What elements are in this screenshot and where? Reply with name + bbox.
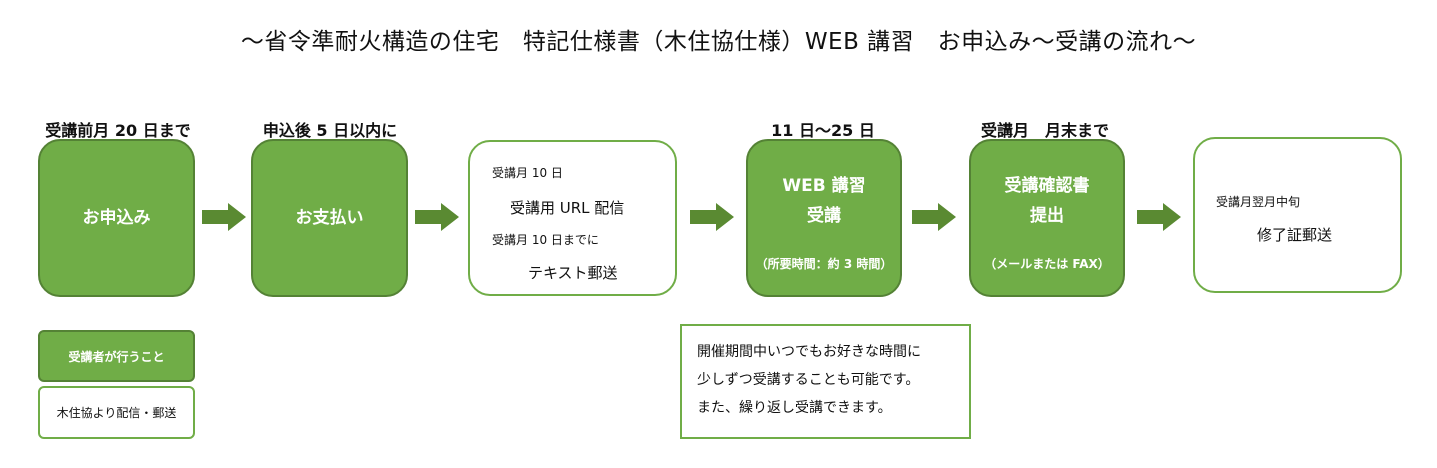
legend-attendee-label: 受講者が行うこと bbox=[68, 349, 165, 364]
step-payment: お支払い bbox=[251, 139, 408, 297]
deadline-confirmation: 受講月 月末まで bbox=[980, 121, 1109, 140]
confirmation-method: （メールまたは FAX） bbox=[984, 257, 1110, 271]
distribution-date-url: 受講月 10 日 bbox=[492, 166, 563, 180]
deadline-payment: 申込後 5 日以内に bbox=[262, 121, 398, 140]
deadline-apply: 受講前月 20 日まで bbox=[45, 121, 191, 140]
step-confirmation: 受講確認書 提出 （メールまたは FAX） bbox=[969, 139, 1125, 297]
step-apply: お申込み bbox=[38, 139, 195, 297]
step-web-course: WEB 講習 受講 （所要時間：約 3 時間） bbox=[746, 139, 902, 297]
arrow-right-icon bbox=[690, 203, 734, 231]
info-note: 開催期間中いつでもお好きな時間に 少しずつ受講することも可能です。 また、繰り返… bbox=[680, 324, 971, 439]
distribution-text-item: テキスト郵送 bbox=[528, 264, 618, 282]
arrow-right-icon bbox=[1137, 203, 1181, 231]
step-payment-label: お支払い bbox=[295, 208, 364, 228]
info-note-line3: また、繰り返し受講できます。 bbox=[697, 400, 892, 416]
deadline-web-course: 11 日～25 日 bbox=[771, 121, 875, 140]
distribution-url-item: 受講用 URL 配信 bbox=[510, 199, 625, 217]
arrow-right-icon bbox=[415, 203, 459, 231]
step-apply-label: お申込み bbox=[82, 208, 151, 228]
web-course-line1: WEB 講習 bbox=[782, 176, 866, 196]
confirmation-line1: 受講確認書 bbox=[1004, 176, 1090, 196]
arrow-right-icon bbox=[912, 203, 956, 231]
page-title: ～省令準耐火構造の住宅 特記仕様書（木住協仕様）WEB 講習 お申込み～受講の流… bbox=[240, 29, 1197, 55]
confirmation-line2: 提出 bbox=[1030, 206, 1064, 226]
arrow-right-icon bbox=[202, 203, 246, 231]
info-note-line2: 少しずつ受講することも可能です。 bbox=[697, 372, 920, 388]
legend-attendee: 受講者が行うこと bbox=[38, 330, 195, 382]
info-note-line1: 開催期間中いつでもお好きな時間に bbox=[697, 344, 921, 360]
step-certificate: 受講月翌月中旬 修了証郵送 bbox=[1193, 137, 1402, 293]
legend-mokujukyo: 木住協より配信・郵送 bbox=[38, 386, 195, 439]
legend-mokujukyo-label: 木住協より配信・郵送 bbox=[56, 406, 177, 420]
certificate-date: 受講月翌月中旬 bbox=[1216, 195, 1301, 209]
certificate-item: 修了証郵送 bbox=[1257, 226, 1333, 244]
web-course-duration: （所要時間：約 3 時間） bbox=[755, 257, 893, 271]
step-distribution: 受講月 10 日 受講用 URL 配信 受講月 10 日までに テキスト郵送 bbox=[468, 140, 677, 296]
web-course-line2: 受講 bbox=[807, 206, 841, 226]
distribution-date-text: 受講月 10 日までに bbox=[492, 233, 599, 247]
